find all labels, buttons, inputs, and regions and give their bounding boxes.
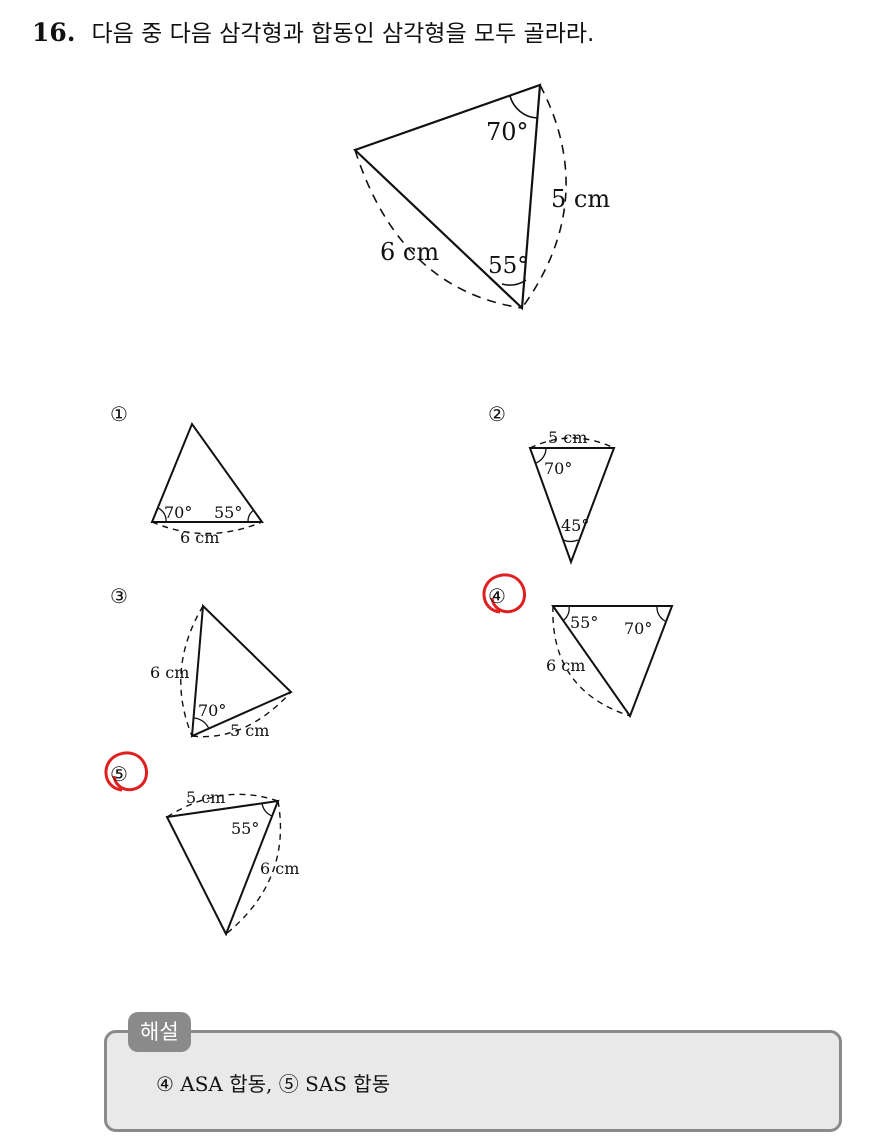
reference-angle-top-label: 70° <box>486 118 529 146</box>
option-3-angle: 70° <box>198 701 226 720</box>
option-1-side: 6 cm <box>180 528 219 547</box>
option-3-side-bottom: 5 cm <box>230 721 269 740</box>
option-4-side: 6 cm <box>546 656 585 675</box>
option-5-marker[interactable]: ⑤ <box>110 762 128 786</box>
option-4-triangle <box>551 605 674 719</box>
reference-angle-bottom-label: 55° <box>488 253 529 279</box>
option-4-selection-mark <box>482 573 526 614</box>
option-2-angle-bottom: 45° <box>561 516 589 535</box>
option-1-marker[interactable]: ① <box>110 402 128 426</box>
reference-arc-5cm <box>521 84 567 309</box>
option-1-angle-left: 70° <box>164 503 192 522</box>
option-5-side-right: 6 cm <box>260 859 299 878</box>
option-2-marker[interactable]: ② <box>488 402 506 426</box>
option-5-angle: 55° <box>231 819 259 838</box>
question-text: 다음 중 다음 삼각형과 합동인 삼각형을 모두 골라라. <box>91 21 595 47</box>
option-2-triangle <box>528 437 616 565</box>
option-1-triangle <box>150 421 264 535</box>
solution-tab: 해설 <box>128 1012 191 1052</box>
reference-triangle <box>352 83 567 311</box>
reference-arc-6cm <box>354 149 523 309</box>
option-4-angle-left: 55° <box>570 613 598 632</box>
reference-angle-arc-bottom <box>501 279 527 286</box>
solution-text: ④ ASA 합동, ⑤ SAS 합동 <box>156 1072 391 1096</box>
solution-box <box>104 1030 842 1132</box>
option-1-angle-right: 55° <box>214 503 242 522</box>
reference-triangle-shape <box>352 83 542 311</box>
option-5-side-top: 5 cm <box>186 788 225 807</box>
figure-canvas: 70° 55° 5 cm 6 cm ① 70° 55° 6 cm ② 5 cm … <box>104 83 674 937</box>
reference-angle-arc-top <box>509 95 538 119</box>
reference-side-right-label: 5 cm <box>551 185 610 213</box>
option-3-side-left: 6 cm <box>150 663 189 682</box>
option-5-triangle <box>165 793 282 937</box>
option-2-angle-top: 70° <box>544 459 572 478</box>
option-3-triangle <box>180 603 293 738</box>
option-4-marker[interactable]: ④ <box>488 584 506 608</box>
question-header: 16. 다음 중 다음 삼각형과 합동인 삼각형을 모두 골라라. <box>32 14 594 48</box>
option-2-side: 5 cm <box>548 428 587 447</box>
option-4-angle-right: 70° <box>624 619 652 638</box>
option-5-selection-mark <box>104 751 148 792</box>
option-3-marker[interactable]: ③ <box>110 584 128 608</box>
question-number: 16. <box>32 18 76 47</box>
reference-side-left-label: 6 cm <box>380 238 439 266</box>
